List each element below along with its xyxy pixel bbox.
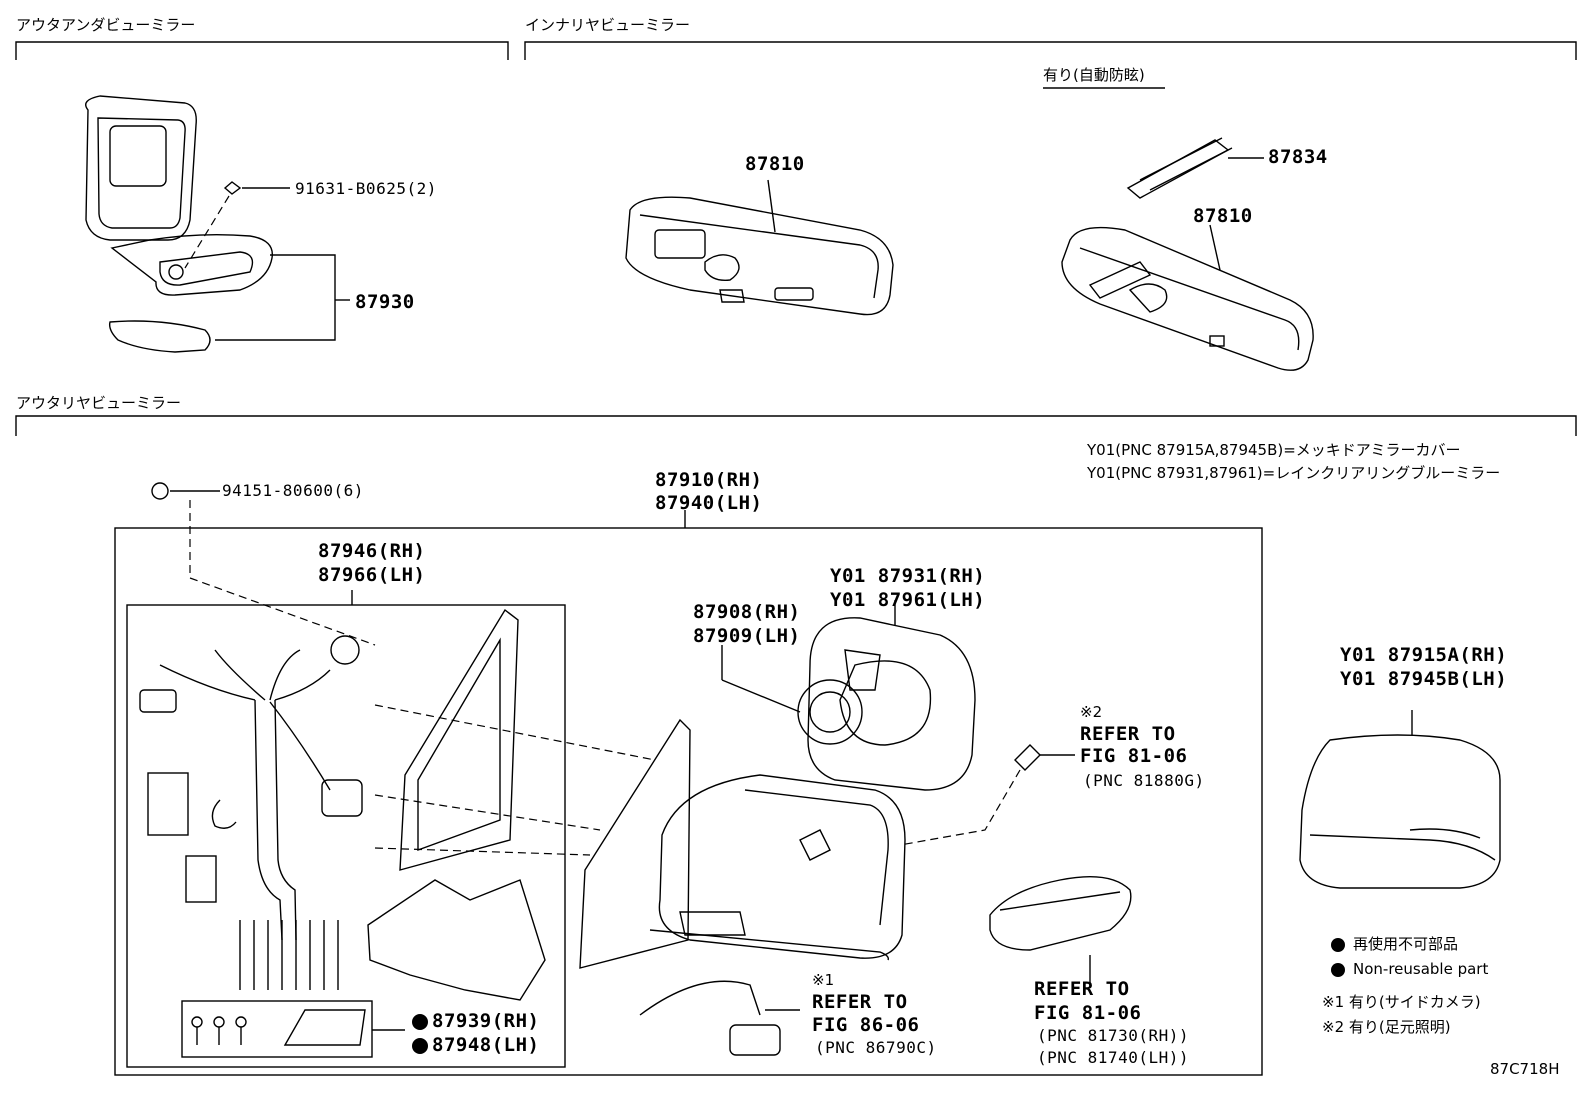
part-87909: 87909(LH)	[693, 625, 801, 647]
part-87931: Y01 87931(RH)	[830, 565, 986, 587]
under-mirror-drawing	[85, 95, 350, 353]
figure-code: 87C718H	[1490, 1060, 1560, 1078]
part-87966: 87966(LH)	[318, 564, 426, 586]
inner-mirror-b-drawing	[1061, 137, 1314, 371]
variant-label: 有り(自動防眩)	[1043, 66, 1145, 84]
outer-mirror-linework	[114, 482, 1263, 1076]
part-87810-a: 87810	[745, 153, 805, 175]
part-87961: Y01 87961(LH)	[830, 589, 986, 611]
ref1-line3: (PNC 86790C)	[815, 1038, 937, 1057]
part-91631: 91631-B0625(2)	[295, 179, 437, 198]
ref3-line2: FIG 81-06	[1034, 1002, 1142, 1024]
part-87910: 87910(RH)	[655, 469, 763, 491]
ref2-line3: (PNC 81880G)	[1083, 771, 1205, 790]
ref1-mark: ※1	[812, 971, 835, 989]
harness-drawing	[139, 635, 405, 1058]
bullet-icon	[412, 1038, 428, 1054]
ref3-line1: REFER TO	[1034, 978, 1130, 1000]
legend-jp: 再使用不可部品	[1353, 935, 1459, 953]
part-87946: 87946(RH)	[318, 540, 426, 562]
part-87915A: Y01 87915A(RH)	[1340, 644, 1508, 666]
ref3-line3: (PNC 81730(RH))	[1037, 1026, 1189, 1045]
y01-note-1: Y01(PNC 87915A,87945B)=メッキドアミラーカバー	[1087, 441, 1461, 459]
part-87945B: Y01 87945B(LH)	[1340, 668, 1508, 690]
part-94151: 94151-80600(6)	[222, 481, 364, 500]
section-brackets	[15, 41, 1577, 436]
section-outer-under: アウタアンダビューミラー	[16, 16, 196, 34]
part-87948: 87948(LH)	[432, 1034, 540, 1056]
housing-drawing	[367, 608, 906, 1056]
y01-note-2: Y01(PNC 87931,87961)=レインクリアリングブルーミラー	[1087, 464, 1501, 482]
ref2-mark: ※2	[1080, 703, 1103, 721]
part-87908: 87908(RH)	[693, 601, 801, 623]
part-87930: 87930	[355, 291, 415, 313]
ref2-line2: FIG 81-06	[1080, 745, 1188, 767]
section-outer-rear: アウタリヤビューミラー	[16, 394, 182, 412]
legend-note1: ※1 有り(サイドカメラ)	[1322, 993, 1481, 1011]
ref1-line2: FIG 86-06	[812, 1014, 920, 1036]
ref2-line1: REFER TO	[1080, 723, 1176, 745]
ref3-line4: (PNC 81740(LH))	[1037, 1048, 1189, 1067]
ref1-line1: REFER TO	[812, 991, 908, 1013]
part-87834: 87834	[1268, 146, 1328, 168]
part-87939: 87939(RH)	[432, 1010, 540, 1032]
glass-drawing	[721, 600, 1075, 846]
inner-mirror-a-drawing	[625, 179, 894, 316]
bullet-icon	[412, 1014, 428, 1030]
turn-lamp-drawing	[989, 875, 1132, 985]
section-inner-rear: インナリヤビューミラー	[525, 16, 691, 34]
legend-note2: ※2 有り(足元照明)	[1322, 1018, 1451, 1036]
part-87940: 87940(LH)	[655, 492, 763, 514]
bullet-icon	[1331, 963, 1345, 977]
mirror-cover-drawing	[1299, 710, 1501, 889]
part-87810-b: 87810	[1193, 205, 1253, 227]
legend-en: Non-reusable part	[1353, 960, 1489, 978]
bullet-icon	[1331, 938, 1345, 952]
